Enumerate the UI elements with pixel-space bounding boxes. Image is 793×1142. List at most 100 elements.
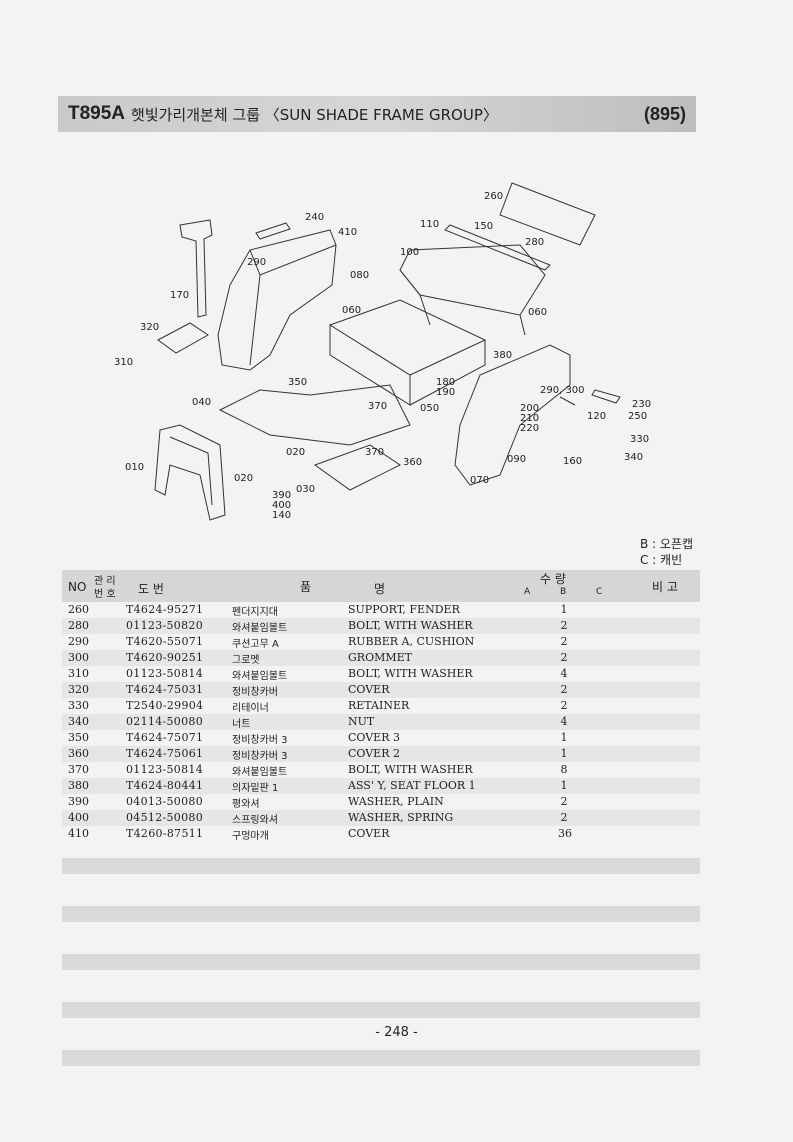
- quantity-legend: B : 오픈캡 C : 캐빈: [640, 536, 693, 568]
- part-left-fender: [217, 229, 337, 371]
- part-strip: [444, 224, 551, 271]
- table-blank-row: [62, 922, 700, 938]
- part-bracket: [179, 219, 213, 318]
- part-frame-inner: [169, 436, 213, 506]
- drawing-number: T4624-80441: [126, 779, 204, 792]
- korean-name: 그로멧: [232, 655, 260, 666]
- callout-070: 070: [470, 475, 489, 486]
- callout-290: 290: [247, 257, 266, 268]
- drawing-number: 04512-50080: [126, 811, 204, 824]
- drawing-number: T4260-87511: [126, 827, 204, 840]
- part-retainer: [591, 389, 621, 404]
- callout-120: 120: [587, 411, 606, 422]
- table-blank-row: [62, 858, 700, 874]
- quantity: 2: [560, 635, 568, 648]
- korean-name: 펜더지지대: [232, 607, 278, 618]
- part-number-index: 280: [68, 619, 89, 632]
- part-plate-240: [255, 222, 291, 240]
- callout-370-b: 370: [365, 447, 384, 458]
- col-name-b: 명: [374, 582, 386, 596]
- quantity: 1: [560, 731, 568, 744]
- callout-040: 040: [192, 397, 211, 408]
- english-name: WASHER, PLAIN: [348, 795, 444, 808]
- english-name: COVER: [348, 683, 390, 696]
- part-number-index: 310: [68, 667, 89, 680]
- callout-080: 080: [350, 270, 369, 281]
- callout-230: 230: [632, 399, 651, 410]
- quantity: 4: [560, 715, 568, 728]
- table-blank-row: [62, 1050, 700, 1066]
- callout-390: 390: [272, 490, 291, 501]
- part-center-panel: [399, 244, 546, 316]
- part-number-index: 410: [68, 827, 89, 840]
- legend-b: B : 오픈캡: [640, 537, 694, 551]
- part-number-index: 380: [68, 779, 89, 792]
- legend-c: C : 캐빈: [640, 553, 683, 567]
- callout-240: 240: [305, 212, 324, 223]
- callout-020-b: 020: [234, 473, 253, 484]
- callout-190: 190: [436, 387, 455, 398]
- korean-name: 와셔붙임볼트: [232, 623, 288, 634]
- part-bolt: [559, 396, 576, 406]
- part-number-index: 390: [68, 795, 89, 808]
- table-header: NO 관 리 번 호 도 번 품 명 수 량 A B C 비 고: [62, 570, 700, 602]
- table-blank-row: [62, 842, 700, 858]
- drawing-number: T4620-90251: [126, 651, 204, 664]
- table-blank-row: [62, 954, 700, 970]
- callout-110: 110: [420, 219, 439, 230]
- callout-030: 030: [296, 484, 315, 495]
- quantity: 36: [558, 827, 572, 840]
- callout-090: 090: [507, 454, 526, 465]
- group-title: 햇빛가리개본체 그룹 〈SUN SHADE FRAME GROUP〉: [131, 105, 498, 124]
- col-qty: 수 량: [540, 572, 566, 586]
- callout-200: 200: [520, 403, 539, 414]
- part-number-index: 370: [68, 763, 89, 776]
- part-cover-360: [313, 444, 401, 491]
- korean-name: 와셔붙임볼트: [232, 671, 288, 682]
- korean-name: 의자밑판 1: [232, 783, 279, 794]
- quantity: 1: [560, 603, 568, 616]
- part-number-index: 320: [68, 683, 89, 696]
- callout-050: 050: [420, 403, 439, 414]
- table-blank-row: [62, 906, 700, 922]
- callout-150: 150: [474, 221, 493, 232]
- quantity: 1: [560, 779, 568, 792]
- callout-280: 280: [525, 237, 544, 248]
- english-name: ASS' Y, SEAT FLOOR 1: [348, 779, 476, 792]
- english-name: COVER: [348, 827, 390, 840]
- callout-360: 360: [403, 457, 422, 468]
- english-name: RUBBER A, CUSHION: [348, 635, 475, 648]
- part-number-index: 300: [68, 651, 89, 664]
- korean-name: 평와셔: [232, 799, 260, 810]
- table-blank-row: [62, 890, 700, 906]
- callout-210: 210: [520, 413, 539, 424]
- part-number-index: 290: [68, 635, 89, 648]
- korean-name: 정비창카버 3: [232, 735, 288, 746]
- english-name: RETAINER: [348, 699, 410, 712]
- korean-name: 쿠션고무 A: [232, 639, 279, 650]
- english-name: BOLT, WITH WASHER: [348, 619, 473, 632]
- callout-410: 410: [338, 227, 357, 238]
- part-floor-plate-side: [329, 325, 486, 406]
- quantity: 2: [560, 683, 568, 696]
- part-number-index: 400: [68, 811, 89, 824]
- callout-100: 100: [400, 247, 419, 258]
- table-blank-row: [62, 1002, 700, 1018]
- english-name: COVER 2: [348, 747, 400, 760]
- part-number-index: 340: [68, 715, 89, 728]
- col-qty-a: A: [524, 587, 531, 597]
- table-blank-row: [62, 986, 700, 1002]
- callout-320: 320: [140, 322, 159, 333]
- col-drawing: 도 번: [138, 582, 164, 596]
- english-name: GROMMET: [348, 651, 412, 664]
- part-cover-350: [218, 384, 411, 446]
- quantity: 2: [560, 619, 568, 632]
